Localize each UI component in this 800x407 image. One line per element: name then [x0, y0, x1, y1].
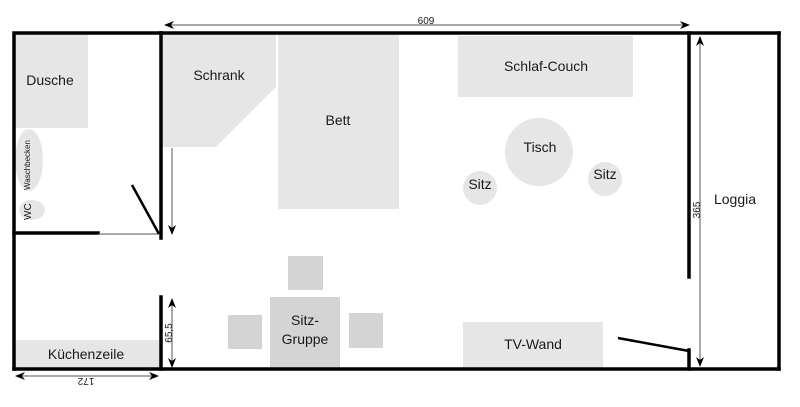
dimension-passage-label: 65,5: [164, 323, 175, 343]
wall-left: [12, 31, 163, 371]
wardrobe: [163, 34, 276, 147]
table: [505, 118, 573, 186]
dimension-height-label: 365: [692, 201, 703, 218]
label-loggia: Loggia: [714, 191, 756, 207]
sofa-bed: [458, 36, 633, 97]
shower: [14, 34, 88, 128]
seat-left: [463, 171, 497, 205]
bed: [278, 34, 399, 209]
toilet: [19, 200, 45, 220]
seat-right: [588, 162, 622, 196]
chair-top: [288, 256, 323, 290]
label-seat-left: Sitz: [468, 176, 491, 192]
label-seat-right: Sitz: [593, 166, 616, 182]
kitchen-counter: [14, 340, 160, 369]
label-seating-group-1: Sitz-: [291, 312, 319, 328]
chair-right: [349, 313, 383, 348]
label-washbasin: Waschbecken: [23, 140, 32, 190]
dimension-kitchen-label: 172: [77, 375, 94, 386]
label-tv-wall: TV-Wand: [504, 336, 562, 352]
label-wardrobe: Schrank: [193, 67, 245, 83]
washbasin: [15, 129, 43, 191]
loggia-door: [617, 336, 690, 353]
seating-group-table: [270, 297, 340, 369]
bathroom-door: [130, 184, 161, 235]
label-sofa-bed: Schlaf-Couch: [504, 58, 588, 74]
label-wc: WC: [23, 203, 34, 220]
label-bed: Bett: [326, 112, 351, 128]
label-seating-group-2: Gruppe: [282, 331, 329, 347]
dimension-width-label: 609: [418, 16, 435, 27]
label-kitchen: Küchenzeile: [48, 346, 124, 362]
chair-left: [228, 315, 262, 349]
tv-wall: [463, 322, 603, 369]
label-shower: Dusche: [26, 72, 74, 88]
label-table: Tisch: [524, 139, 557, 155]
